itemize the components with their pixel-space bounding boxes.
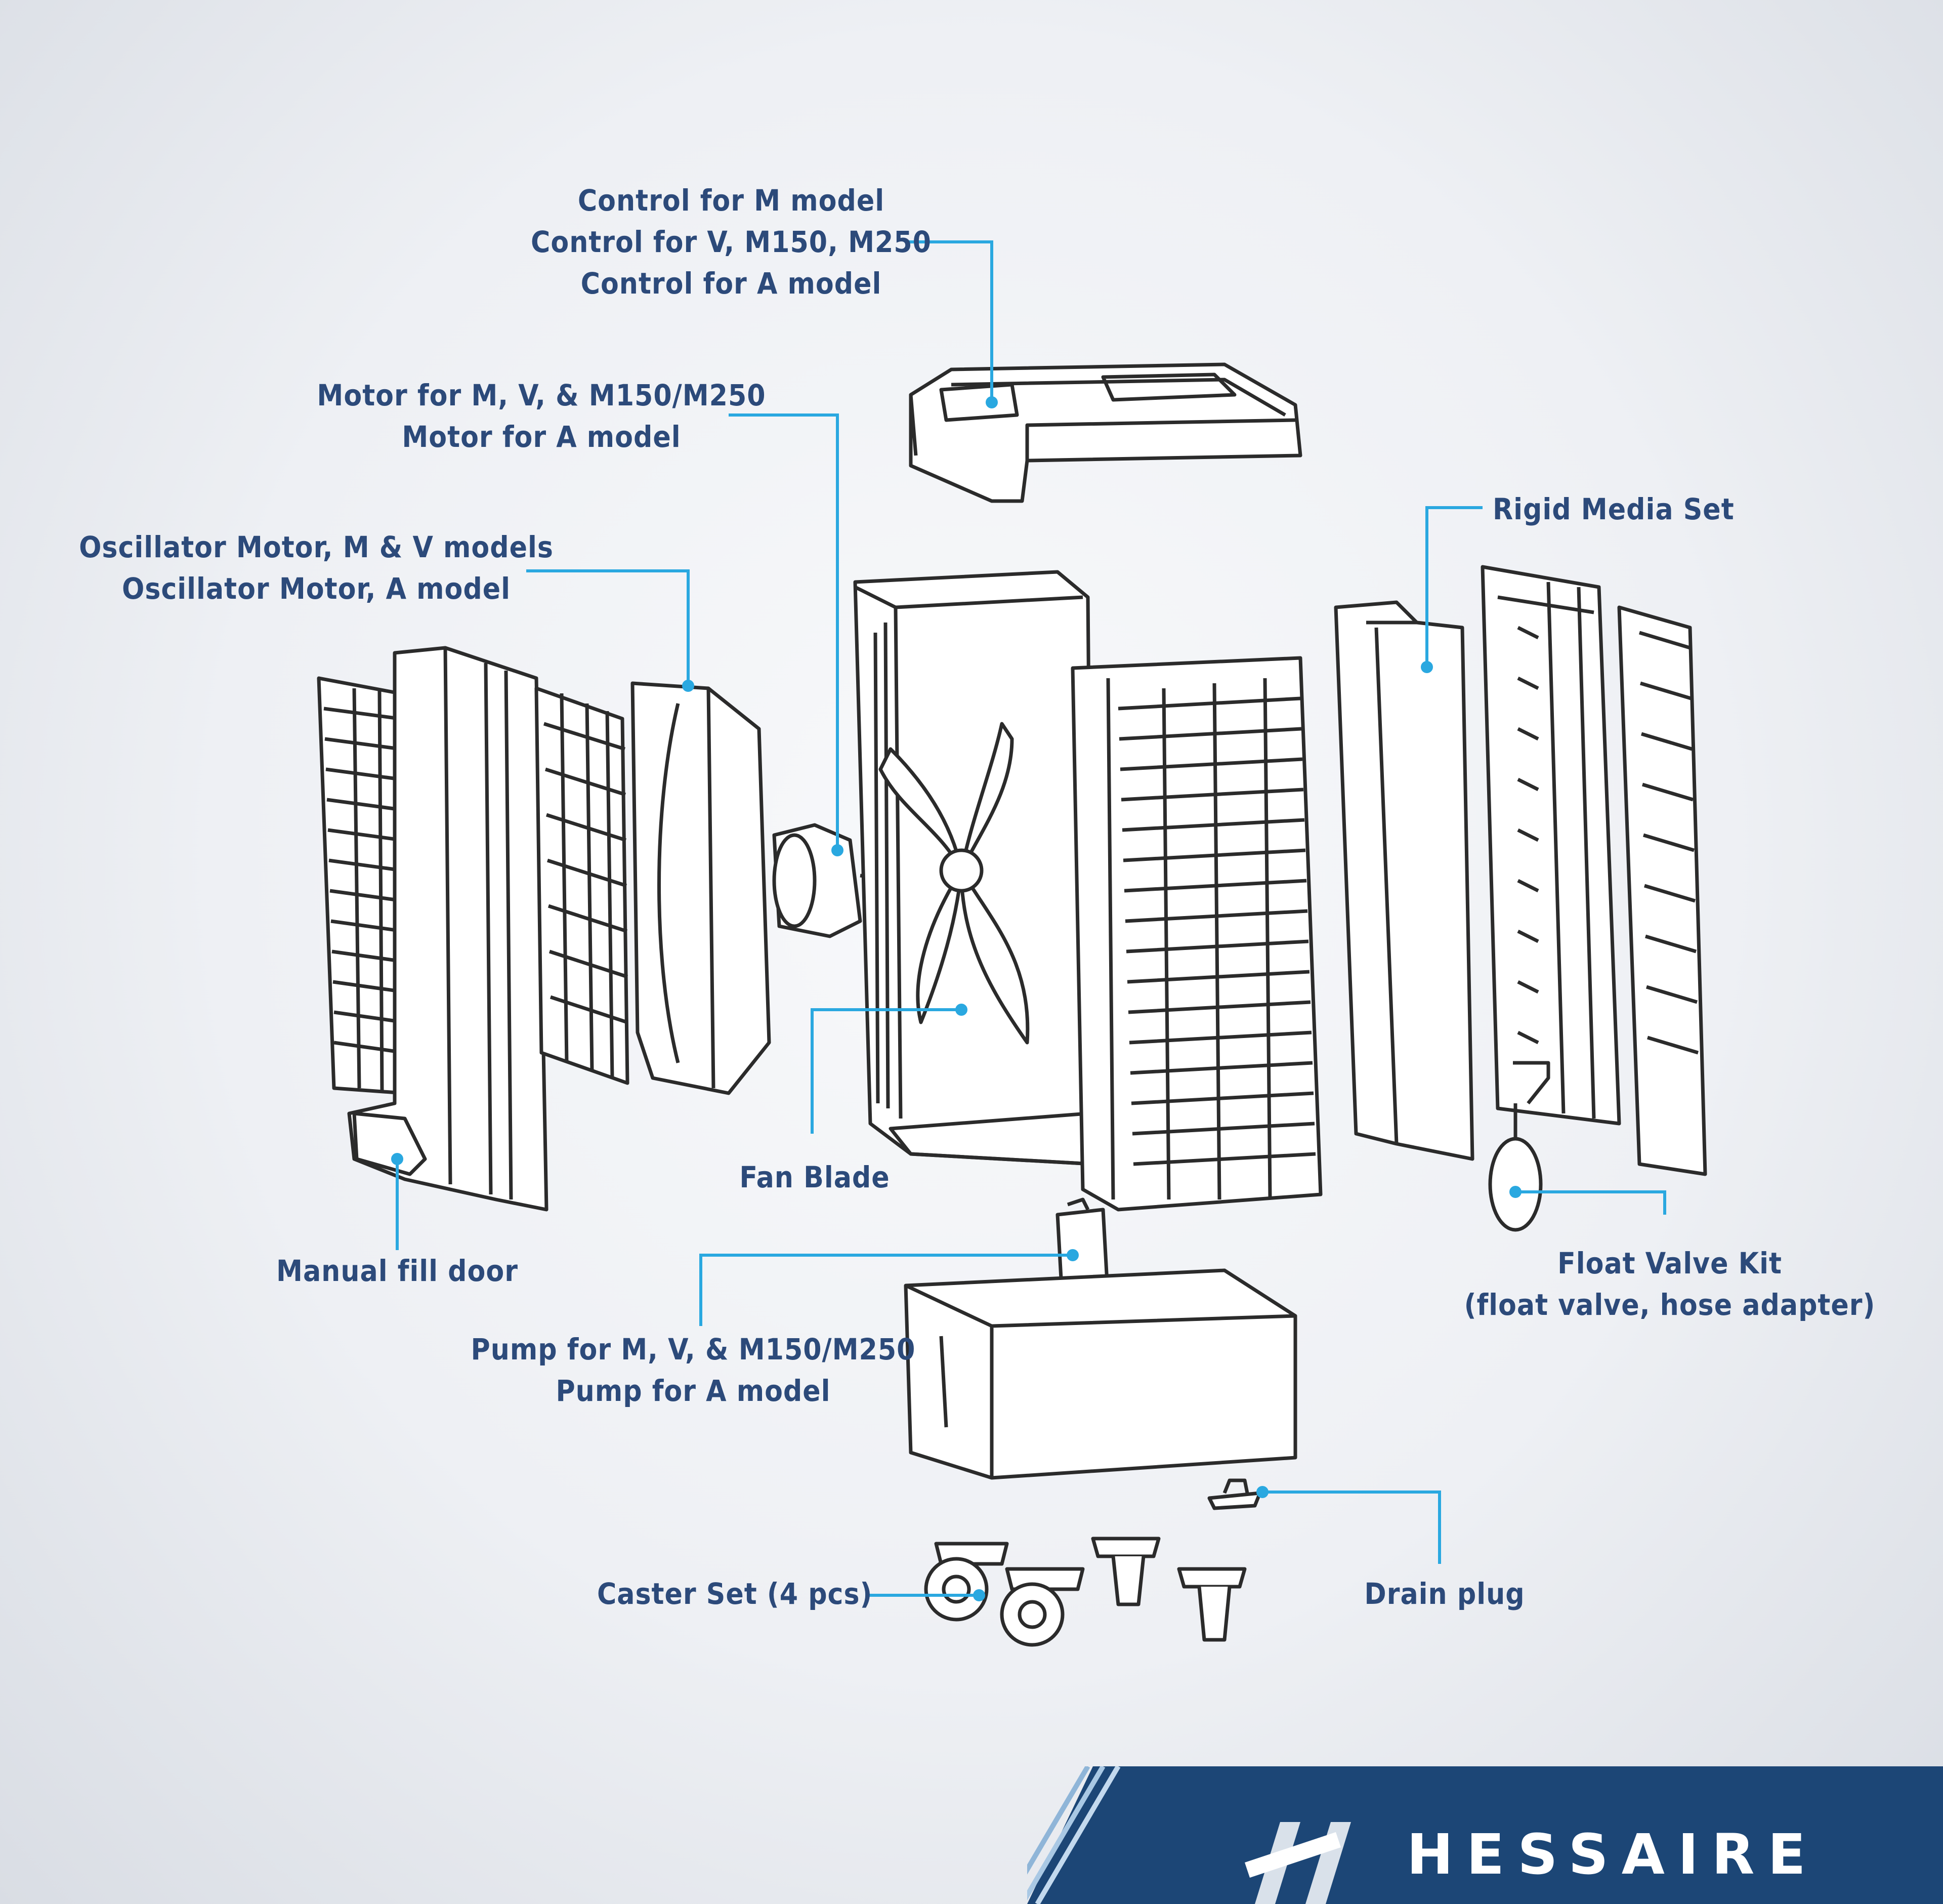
- control-leader: [906, 240, 993, 400]
- control-label-line-1: Control for M model: [577, 183, 885, 218]
- rigid-media-label-line-1: Rigid Media Set: [1493, 492, 1735, 526]
- leader-lines: [396, 240, 1666, 1597]
- oscillator-housing-part: [630, 681, 771, 1095]
- fan-blade-label-line-1: Fan Blade: [739, 1160, 890, 1194]
- rigid-media-part: [1334, 600, 1474, 1161]
- oscillator-label-line-2: Oscillator Motor, A model: [121, 571, 511, 606]
- pump-label-line-2: Pump for A model: [556, 1374, 831, 1408]
- oscillator-label-line-1: Oscillator Motor, M & V models: [79, 530, 554, 564]
- pump-label-line-1: Pump for M, V, & M150/M250: [471, 1332, 916, 1367]
- caster-label: Caster Set (4 pcs): [597, 1573, 873, 1615]
- caster-label-line-1: Caster Set (4 pcs): [597, 1577, 873, 1611]
- manual-fill-label: Manual fill door: [276, 1250, 518, 1292]
- pump-label: Pump for M, V, & M150/M250 Pump for A mo…: [471, 1329, 916, 1412]
- fan-blade-part: [878, 722, 1030, 1045]
- pump-leader: [699, 1254, 1073, 1326]
- manual-fill-label-line-1: Manual fill door: [276, 1254, 518, 1288]
- fan-blade-label: Fan Blade: [739, 1156, 890, 1198]
- control-label: Control for M model Control for V, M150,…: [531, 180, 932, 304]
- hessaire-h-logo-icon: [1245, 1822, 1351, 1904]
- leader-endpoints: [391, 396, 1522, 1601]
- front-body-frame: [347, 646, 548, 1212]
- motor-label-line-1: Motor for M, V, & M150/M250: [317, 378, 766, 412]
- caster-set-part: [924, 1537, 1247, 1647]
- drain-leader: [1262, 1491, 1441, 1564]
- float-valve-part: [1488, 1061, 1550, 1232]
- water-tank-part: [904, 1268, 1297, 1480]
- drain-label: Drain plug: [1364, 1573, 1525, 1615]
- motor-leader: [729, 413, 839, 848]
- filter-pad-part: [534, 686, 629, 1085]
- control-label-line-3: Control for A model: [580, 266, 882, 301]
- drain-label-line-1: Drain plug: [1364, 1577, 1525, 1611]
- motor-label-line-2: Motor for A model: [402, 420, 681, 454]
- rear-louver-panel: [317, 676, 407, 1095]
- rigid-media-leader: [1425, 506, 1483, 666]
- float-valve-label-line-2: (float valve, hose adapter): [1464, 1288, 1876, 1322]
- control-label-line-2: Control for V, M150, M250: [531, 225, 932, 259]
- drain-plug-part: [1207, 1478, 1262, 1510]
- motor-label: Motor for M, V, & M150/M250 Motor for A …: [317, 375, 766, 458]
- float-valve-label: Float Valve Kit (float valve, hose adapt…: [1464, 1243, 1876, 1326]
- brand-wordmark: HESSAIRE: [1407, 1822, 1819, 1887]
- float-valve-leader: [1515, 1190, 1666, 1215]
- side-panel-part: [1481, 565, 1707, 1176]
- fan-blade-leader: [811, 1008, 961, 1134]
- rigid-media-label: Rigid Media Set: [1493, 488, 1735, 530]
- oscillator-leader: [526, 569, 690, 683]
- float-valve-label-line-1: Float Valve Kit: [1557, 1246, 1782, 1280]
- oscillator-label: Oscillator Motor, M & V models Oscillato…: [79, 526, 554, 609]
- control-panel-part: [909, 362, 1302, 503]
- front-grille-part: [1071, 656, 1323, 1212]
